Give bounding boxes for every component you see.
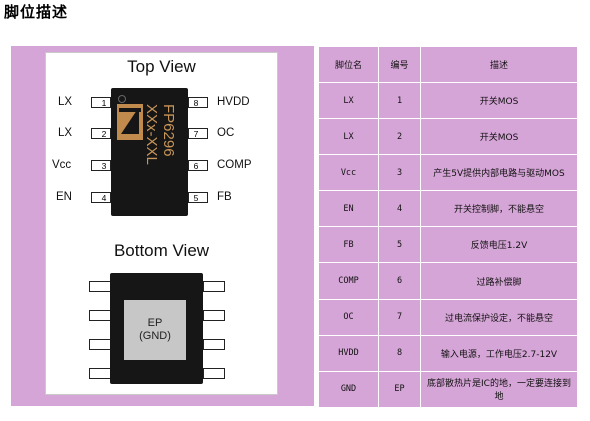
- ep-gnd-label: (GND): [139, 330, 171, 342]
- cell-pin-number: 2: [378, 118, 421, 156]
- table-row: LX 1 开关MOS: [318, 81, 578, 120]
- brand-logo-icon: [117, 104, 143, 140]
- table-row: EN 4 开关控制脚，不能悬空: [318, 190, 578, 228]
- pin1-marker: [118, 95, 126, 103]
- pin-number-7: 7: [193, 129, 199, 139]
- pin-lead-3: 3: [91, 160, 111, 171]
- pin-number-1: 1: [101, 98, 107, 108]
- pin-number-3: 3: [101, 161, 107, 171]
- cell-description: 过路补偿脚: [420, 262, 578, 300]
- cell-pin-name: GND: [318, 370, 379, 408]
- pin-label-6: COMP: [217, 159, 252, 171]
- cell-pin-name: EN: [318, 190, 379, 228]
- cell-pin-name: HVDD: [318, 334, 379, 372]
- part-suffix: XXx-XXL: [143, 104, 160, 165]
- pin-number-2: 2: [101, 129, 107, 139]
- bottom-pin-lead: [89, 339, 111, 350]
- cell-description: 反馈电压1.2V: [420, 226, 578, 264]
- pin-lead-4: 4: [91, 192, 111, 203]
- pinout-diagram: Top View LX 1 LX 2 Vcc 3 EN 4 FP6296 XXx…: [45, 52, 278, 395]
- pin-label-3: Vcc: [52, 159, 72, 171]
- pin-lead-1: 1: [91, 97, 111, 108]
- cell-pin-number: 7: [378, 298, 421, 336]
- page-title: 脚位描述: [4, 3, 69, 21]
- bottom-pin-lead: [203, 339, 225, 350]
- cell-pin-number: 6: [378, 262, 421, 300]
- header-pin-number: 编号: [378, 46, 421, 83]
- cell-description: 开关MOS: [420, 81, 578, 120]
- table-row: GND EP 底部散热片是IC的地，一定要连接到地: [318, 370, 578, 408]
- pin-lead-2: 2: [91, 128, 111, 139]
- cell-pin-number: 3: [378, 154, 421, 192]
- cell-pin-name: FB: [318, 226, 379, 264]
- chip-bottom-body: EP (GND): [110, 273, 203, 384]
- pin-label-1: LX: [58, 96, 73, 108]
- cell-pin-name: Vcc: [318, 154, 379, 192]
- pin-label-2: LX: [58, 127, 73, 139]
- pin-number-5: 5: [193, 193, 199, 203]
- bottom-view-label: Bottom View: [113, 241, 210, 260]
- cell-pin-number: 8: [378, 334, 421, 372]
- cell-pin-name: LX: [318, 81, 379, 120]
- pin-label-4: EN: [56, 191, 72, 203]
- cell-pin-name: LX: [318, 118, 379, 156]
- pin-lead-8: 8: [188, 97, 208, 108]
- cell-pin-number: 4: [378, 190, 421, 228]
- pin-number-4: 4: [101, 193, 107, 203]
- cell-description: 输入电源，工作电压2.7-12V: [420, 334, 578, 372]
- table-row: COMP 6 过路补偿脚: [318, 262, 578, 300]
- pin-lead-6: 6: [188, 160, 208, 171]
- bottom-pin-lead: [89, 281, 111, 292]
- pin-lead-5: 5: [188, 192, 208, 203]
- pin-description-table-wrap: 脚位名 编号 描述 LX 1 开关MOS LX 2 开关MOS Vcc 3 产生…: [318, 46, 578, 408]
- pin-number-8: 8: [193, 98, 199, 108]
- table-header-row: 脚位名 编号 描述: [318, 46, 578, 83]
- ep-label: EP: [147, 317, 163, 329]
- table-row: LX 2 开关MOS: [318, 118, 578, 156]
- bottom-pin-lead: [89, 368, 111, 379]
- cell-pin-name: COMP: [318, 262, 379, 300]
- cell-description: 产生5V提供内部电路与驱动MOS: [420, 154, 578, 192]
- chip-top-body: FP6296 XXx-XXL: [111, 88, 188, 216]
- cell-description: 开关控制脚，不能悬空: [420, 190, 578, 228]
- header-pin-name: 脚位名: [318, 46, 379, 83]
- header-description: 描述: [420, 46, 578, 83]
- cell-description: 开关MOS: [420, 118, 578, 156]
- bottom-pin-lead: [203, 368, 225, 379]
- bottom-pin-lead: [203, 281, 225, 292]
- bottom-pin-lead: [89, 310, 111, 321]
- cell-pin-number: 5: [378, 226, 421, 264]
- pin-label-7: OC: [217, 127, 235, 139]
- bottom-pin-lead: [203, 310, 225, 321]
- cell-pin-number: EP: [378, 370, 421, 408]
- pin-lead-7: 7: [188, 128, 208, 139]
- table-row: OC 7 过电流保护设定，不能悬空: [318, 298, 578, 336]
- table-row: Vcc 3 产生5V提供内部电路与驱动MOS: [318, 154, 578, 192]
- pin-label-8: HVDD: [217, 96, 250, 108]
- pin-number-6: 6: [193, 161, 199, 171]
- cell-pin-number: 1: [378, 81, 421, 120]
- part-number-marking: FP6296 XXx-XXL: [143, 104, 177, 165]
- table-row: FB 5 反馈电压1.2V: [318, 226, 578, 264]
- cell-description: 底部散热片是IC的地，一定要连接到地: [420, 370, 578, 408]
- pin-label-5: FB: [217, 191, 232, 203]
- part-number: FP6296: [160, 104, 177, 157]
- exposed-pad: EP (GND): [124, 300, 186, 360]
- cell-description: 过电流保护设定，不能悬空: [420, 298, 578, 336]
- top-view-label: Top View: [127, 57, 196, 76]
- pinout-diagram-panel: Top View LX 1 LX 2 Vcc 3 EN 4 FP6296 XXx…: [11, 46, 314, 406]
- pin-description-table: 脚位名 编号 描述 LX 1 开关MOS LX 2 开关MOS Vcc 3 产生…: [318, 46, 578, 408]
- cell-pin-name: OC: [318, 298, 379, 336]
- table-row: HVDD 8 输入电源，工作电压2.7-12V: [318, 334, 578, 372]
